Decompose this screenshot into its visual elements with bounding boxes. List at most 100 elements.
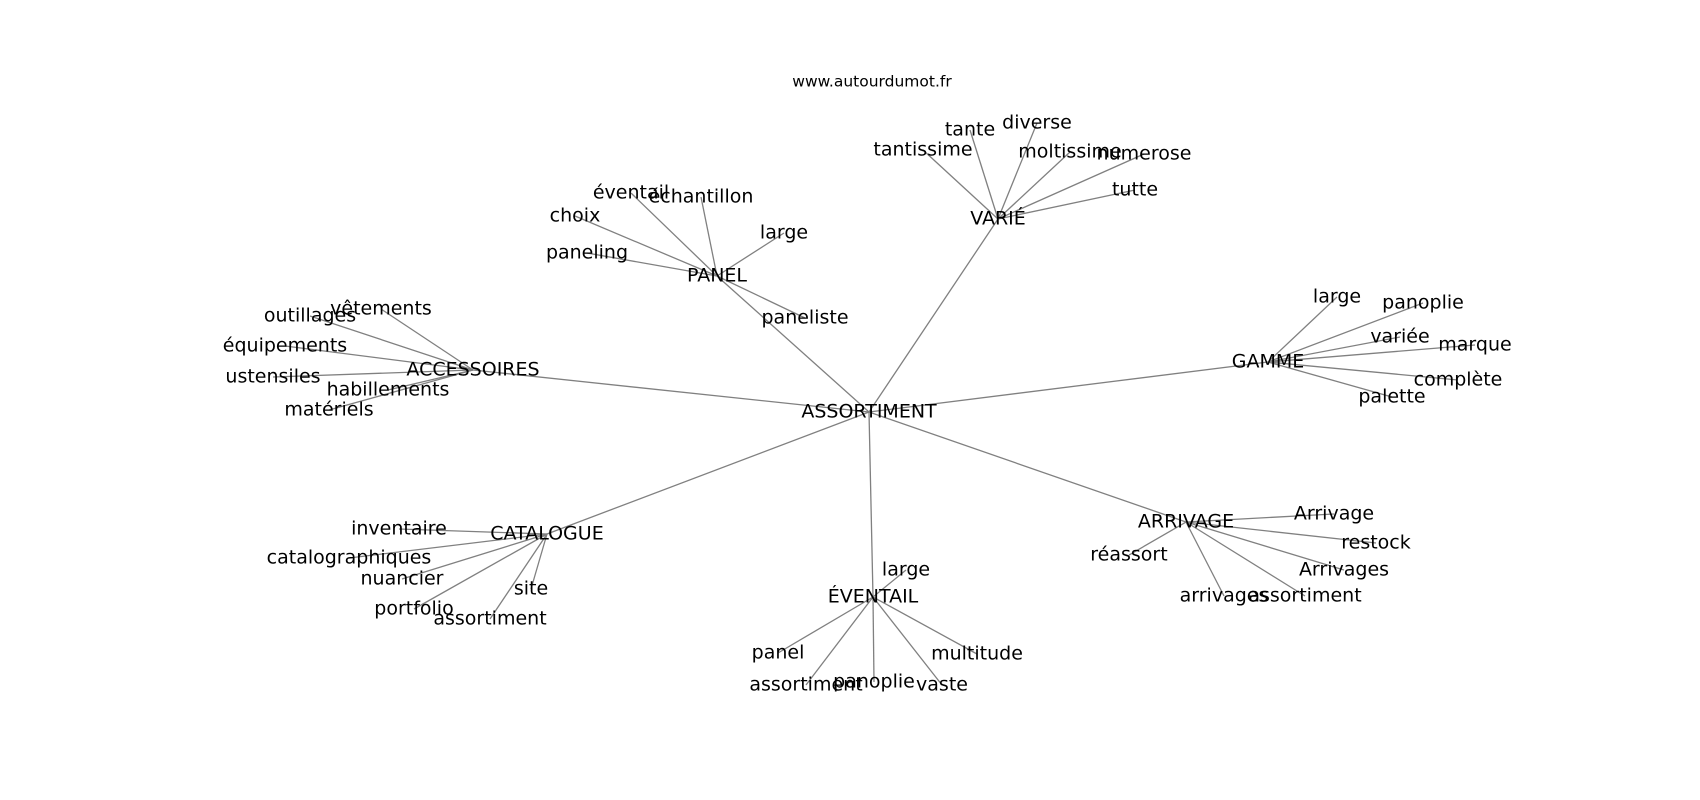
edge-hub-to-word [872, 596, 875, 683]
edge-hub-to-word [1185, 513, 1335, 523]
edge-hub-to-word [574, 215, 718, 277]
leaf-word-label: large [760, 222, 808, 244]
edge-hub-to-word [328, 369, 474, 411]
hub-word-label: ARRIVAGE [1138, 511, 1234, 533]
edge-hub-to-word [1267, 344, 1476, 363]
edge-hub-to-word [489, 533, 548, 620]
edge-hub-to-word [805, 596, 874, 686]
leaf-word-label: assortiment [1248, 585, 1361, 607]
leaf-word-label: inventaire [351, 518, 447, 540]
hub-word-label: VARIÉ [970, 207, 1026, 230]
graph-edges [272, 122, 1476, 686]
edge-center-to-hub [868, 218, 999, 413]
leaf-word-label: Arrivages [1299, 559, 1389, 581]
site-credit: www.autourdumot.fr [792, 73, 952, 91]
leaf-word-label: large [882, 559, 930, 581]
edge-hub-to-word [586, 252, 718, 277]
edge-hub-to-word [630, 192, 718, 277]
leaf-word-label: arrivages [1180, 585, 1269, 607]
edge-hub-to-word [1185, 521, 1345, 571]
leaf-word-label: palette [1358, 386, 1425, 408]
edge-hub-to-word [872, 569, 907, 598]
edge-hub-to-word [348, 533, 548, 559]
leaf-word-label: habillements [327, 379, 450, 401]
edge-center-to-hub [716, 275, 870, 413]
edge-hub-to-word [380, 308, 474, 371]
leaf-word-label: tutte [1112, 179, 1158, 201]
edge-hub-to-word [997, 189, 1136, 220]
hub-word-label: ACCESSOIRES [406, 359, 539, 381]
edge-center-to-hub [472, 369, 870, 413]
leaf-word-label: catalographiques [267, 547, 432, 569]
hub-word-label: ÉVENTAIL [828, 585, 919, 608]
leaf-word-label: choix [550, 205, 601, 227]
edge-hub-to-word [1267, 361, 1393, 398]
edge-hub-to-word [922, 149, 999, 220]
edge-hub-to-word [997, 153, 1145, 220]
leaf-word-label: site [514, 578, 548, 600]
leaf-word-label: paneliste [761, 307, 848, 329]
leaf-word-label: Arrivage [1294, 503, 1374, 525]
edge-center-to-hub [868, 411, 874, 598]
leaf-word-label: restock [1341, 532, 1411, 554]
edge-hub-to-word [309, 315, 474, 371]
edge-hub-to-word [997, 151, 1071, 220]
hub-word-label: PANEL [687, 265, 747, 287]
leaf-word-label: assortiment [433, 608, 546, 630]
edge-hub-to-word [997, 122, 1038, 220]
edge-hub-to-word [284, 345, 474, 371]
edge-hub-to-word [1267, 296, 1338, 363]
leaf-word-label: tante [945, 119, 995, 141]
edge-hub-to-word [1185, 521, 1225, 597]
leaf-word-label: éventail [593, 182, 669, 204]
leaf-word-label: panoplie [833, 671, 915, 693]
hub-word-label: CATALOGUE [490, 523, 603, 545]
edge-hub-to-word [1185, 521, 1377, 544]
edge-hub-to-word [401, 533, 548, 580]
leaf-word-label: numerose [1097, 143, 1192, 165]
edge-hub-to-word [1267, 302, 1424, 363]
edge-hub-to-word [398, 528, 548, 535]
edge-hub-to-word [1185, 521, 1306, 597]
leaf-word-label: réassort [1090, 544, 1167, 566]
leaf-word-label: complète [1414, 369, 1503, 391]
leaf-word-label: portfolio [374, 598, 453, 620]
edge-center-to-hub [546, 411, 870, 535]
leaf-word-label: moltissime [1018, 141, 1121, 163]
center-word-label: ASSORTIMENT [801, 401, 937, 423]
edge-hub-to-word [872, 596, 943, 686]
edge-hub-to-word [872, 596, 978, 655]
leaf-word-label: matériels [284, 399, 373, 421]
leaf-word-label: variée [1370, 326, 1429, 348]
leaf-word-label: panel [752, 642, 805, 664]
leaf-word-label: équipements [223, 335, 347, 357]
edge-hub-to-word [272, 369, 474, 378]
edge-hub-to-word [969, 129, 999, 220]
leaf-word-label: outillages [264, 305, 356, 327]
edge-hub-to-word [777, 596, 874, 654]
edge-center-to-hub [868, 361, 1269, 413]
leaf-word-label: nuancier [361, 568, 444, 590]
edge-hub-to-word [530, 533, 548, 590]
leaf-word-label: paneling [546, 242, 628, 264]
leaf-word-label: ustensiles [225, 366, 320, 388]
leaf-word-label: marque [1438, 334, 1511, 356]
edge-hub-to-word [413, 533, 548, 610]
edge-hub-to-word [1267, 361, 1459, 381]
edge-hub-to-word [716, 232, 785, 277]
leaf-word-label: vêtements [330, 298, 432, 320]
edge-hub-to-word [1128, 521, 1187, 556]
hub-word-label: GAMME [1232, 351, 1305, 373]
edge-hub-to-word [716, 275, 806, 319]
leaf-word-label: tantissime [873, 139, 972, 161]
leaf-word-label: multitude [931, 643, 1023, 665]
edge-hub-to-word [700, 196, 718, 277]
edge-hub-to-word [1267, 336, 1401, 363]
leaf-word-label: échantillon [649, 186, 754, 208]
leaf-word-label: large [1313, 286, 1361, 308]
leaf-word-label: assortiment [749, 674, 862, 696]
leaf-word-label: panoplie [1382, 292, 1464, 314]
edge-center-to-hub [868, 411, 1187, 523]
